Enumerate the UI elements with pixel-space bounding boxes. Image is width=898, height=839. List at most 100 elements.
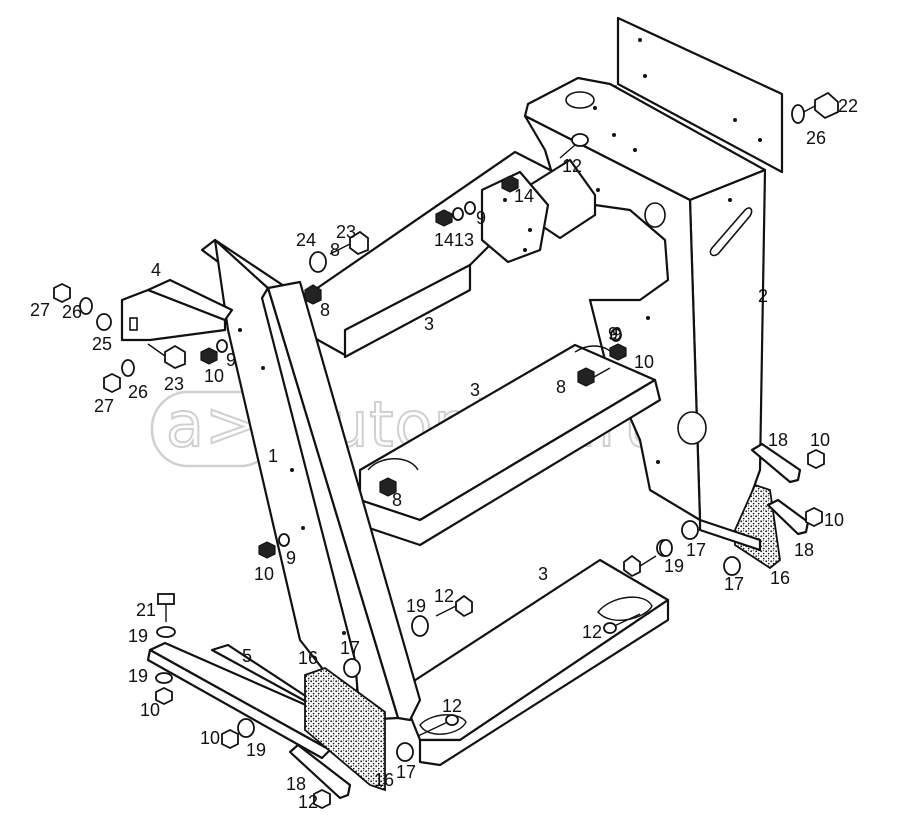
- callout-24: 24: [296, 230, 316, 250]
- part-16-pads: [304, 483, 781, 792]
- callout-8: 8: [392, 490, 402, 510]
- callout-13: 13: [454, 230, 474, 250]
- callout-17: 17: [340, 638, 360, 658]
- callout-18: 18: [794, 540, 814, 560]
- nut-10-right-a-icon: [807, 448, 825, 470]
- spacer-17-d-icon: [396, 742, 414, 762]
- callout-12: 12: [562, 156, 582, 176]
- bolt-8-upper-icon: [304, 284, 322, 305]
- callout-9: 9: [286, 548, 296, 568]
- nut-10-left-icon: [155, 686, 173, 706]
- callout-18: 18: [768, 430, 788, 450]
- callout-16: 16: [374, 770, 394, 790]
- hardware-fasteners: [53, 91, 839, 810]
- bolt-12-bottom-icon: [417, 714, 459, 737]
- bolt-12-top-icon: [559, 133, 589, 159]
- bolt-12-mid-icon: [411, 594, 473, 637]
- rubber-pad-left: [304, 666, 386, 792]
- callout-3: 3: [470, 380, 480, 400]
- callout-27: 27: [94, 396, 114, 416]
- part-4-bracket: [120, 278, 234, 342]
- washer-9-b-icon: [278, 533, 290, 547]
- nut-10-a-icon: [200, 347, 218, 365]
- callout-10: 10: [824, 510, 844, 530]
- nut-10-bottom-a-icon: [221, 728, 239, 750]
- callout-19: 19: [128, 666, 148, 686]
- bolt-8-middle-icon: [577, 367, 611, 387]
- callout-9: 9: [476, 208, 486, 228]
- washer-9-c-icon: [610, 328, 622, 342]
- callout-17: 17: [396, 762, 416, 782]
- washer-19-c-icon: [237, 718, 255, 738]
- nut-27-upper-icon: [53, 282, 71, 304]
- callout-19: 19: [128, 626, 148, 646]
- callout-19: 19: [664, 556, 684, 576]
- nut-14b-icon: [501, 175, 519, 193]
- callout-27: 27: [30, 300, 50, 320]
- callout-26: 26: [62, 302, 82, 322]
- part-1-side-rail: [200, 238, 422, 722]
- washer-25-icon: [96, 313, 112, 331]
- callout-9: 9: [612, 324, 622, 344]
- spacer-17-b-icon: [723, 556, 741, 576]
- callout-10: 10: [254, 564, 274, 584]
- part-18-strips: [288, 442, 810, 800]
- callout-8: 8: [556, 377, 566, 397]
- washer-9-a-icon: [216, 339, 228, 353]
- callout-12: 12: [582, 622, 602, 642]
- callout-3: 3: [538, 564, 548, 584]
- washer-13-icon: [452, 207, 464, 221]
- callout-21: 21: [136, 600, 156, 620]
- washer-19-d-icon: [659, 539, 673, 557]
- callout-23: 23: [164, 374, 184, 394]
- callout-22: 22: [838, 96, 858, 116]
- callout-9: 9: [608, 324, 618, 344]
- nut-10-c-icon: [609, 343, 627, 361]
- callout-17: 17: [686, 540, 706, 560]
- nut-14-icon: [435, 209, 453, 227]
- callout-10: 10: [204, 366, 224, 386]
- callout-17: 17: [724, 574, 744, 594]
- callout-4: 4: [151, 260, 161, 280]
- callout-3: 3: [424, 314, 434, 334]
- callout-25: 25: [92, 334, 112, 354]
- callout-16: 16: [770, 568, 790, 588]
- nut-10-right-b-icon: [805, 506, 823, 528]
- callout-5: 5: [242, 646, 252, 666]
- nut-27-lower-icon: [103, 372, 121, 394]
- washer-26-upper-icon: [79, 297, 93, 315]
- nut-10-b-icon: [258, 541, 276, 559]
- callout-8: 8: [320, 300, 330, 320]
- callout-23: 23: [336, 222, 356, 242]
- callout-1: 1: [268, 446, 278, 466]
- part-3-lower-plate: [398, 558, 670, 767]
- bolt-23-upper-icon: [309, 230, 369, 273]
- callout-12: 12: [434, 586, 454, 606]
- callout-labels: 1233345888899999101010101010101212121212…: [30, 96, 858, 812]
- callout-19: 19: [406, 596, 426, 616]
- callout-9: 9: [226, 350, 236, 370]
- svg-text:a>: a>: [166, 388, 258, 461]
- callout-2: 2: [758, 286, 768, 306]
- callout-8: 8: [330, 240, 340, 260]
- callout-10: 10: [810, 430, 830, 450]
- callout-14: 14: [514, 186, 534, 206]
- callout-12: 12: [298, 792, 318, 812]
- bolt-8-lower-icon: [379, 477, 397, 497]
- callout-12: 12: [442, 696, 462, 716]
- bolt-21-icon: [157, 593, 175, 622]
- callout-19: 19: [246, 740, 266, 760]
- part-3-upper-plate: [298, 150, 600, 359]
- callout-14: 14: [434, 230, 454, 250]
- callout-18: 18: [286, 774, 306, 794]
- washer-26-lower-icon: [121, 359, 135, 377]
- washer-9-top-icon: [464, 201, 476, 215]
- washer-19-a-icon: [156, 626, 176, 638]
- callout-10: 10: [200, 728, 220, 748]
- spacer-17-c-icon: [343, 658, 361, 678]
- callout-10: 10: [140, 700, 160, 720]
- bolt-12-front-icon: [603, 613, 641, 634]
- spacer-17-a-icon: [681, 520, 699, 540]
